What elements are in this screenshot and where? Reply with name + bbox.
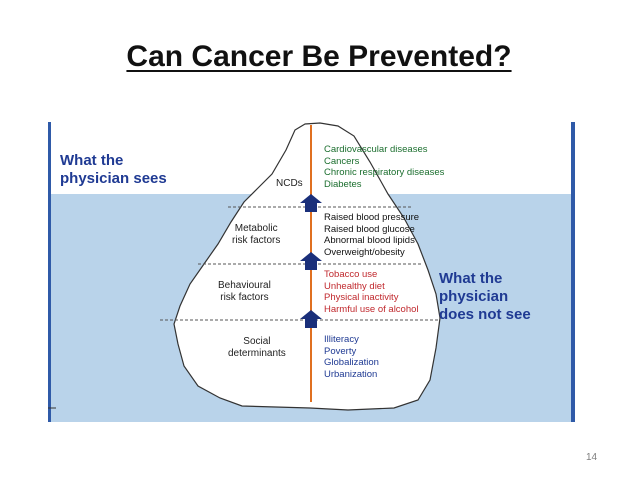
physician-does-not-see-label: What the physician does not see bbox=[439, 270, 531, 323]
list-item: Physical inactivity bbox=[324, 292, 399, 303]
social-determinants-list: Illiteracy Poverty Globalization Urbaniz… bbox=[324, 334, 379, 380]
up-arrow-icon bbox=[300, 252, 322, 270]
level-label-social: Social determinants bbox=[228, 336, 286, 359]
list-item: Chronic respiratory diseases bbox=[324, 167, 445, 178]
physician-sees-label: What the physician sees bbox=[60, 152, 167, 187]
iceberg-graphic bbox=[48, 122, 575, 422]
list-item: Tobacco use bbox=[324, 269, 378, 280]
list-item: Globalization bbox=[324, 357, 379, 368]
list-item: Urbanization bbox=[324, 368, 378, 380]
page-number: 14 bbox=[586, 452, 598, 463]
list-item: Abnormal blood lipids bbox=[324, 235, 415, 246]
left-side-bar bbox=[48, 122, 51, 422]
list-item: Diabetes bbox=[324, 178, 362, 190]
list-item: Overweight/obesity bbox=[324, 246, 405, 258]
level-label-metabolic: Metabolic risk factors bbox=[232, 223, 281, 246]
list-item: Raised blood pressure bbox=[324, 212, 420, 223]
up-arrow-icon bbox=[300, 194, 322, 212]
list-item: Poverty bbox=[324, 345, 357, 357]
up-arrow-icon bbox=[300, 310, 322, 328]
behavioural-risk-factors-list: Tobacco use Unhealthy diet Physical inac… bbox=[324, 269, 419, 315]
list-item: Harmful use of alcohol bbox=[324, 303, 419, 315]
slide-title: Can Cancer Be Prevented? bbox=[126, 40, 512, 73]
list-item: Cardiovascular diseases bbox=[324, 144, 428, 155]
level-label-behavioural: Behavioural risk factors bbox=[218, 280, 271, 303]
metabolic-risk-factors-list: Raised blood pressure Raised blood gluco… bbox=[324, 212, 419, 258]
level-label-ncds: NCDs bbox=[276, 178, 303, 189]
right-side-bar bbox=[571, 122, 575, 422]
list-item: Raised blood glucose bbox=[324, 223, 415, 235]
list-item: Cancers bbox=[324, 155, 360, 167]
list-item: Illiteracy bbox=[324, 334, 359, 345]
list-item: Unhealthy diet bbox=[324, 280, 385, 292]
ncds-list: Cardiovascular diseases Cancers Chronic … bbox=[324, 144, 444, 190]
iceberg-diagram: What the physician sees What the physici… bbox=[48, 122, 575, 422]
